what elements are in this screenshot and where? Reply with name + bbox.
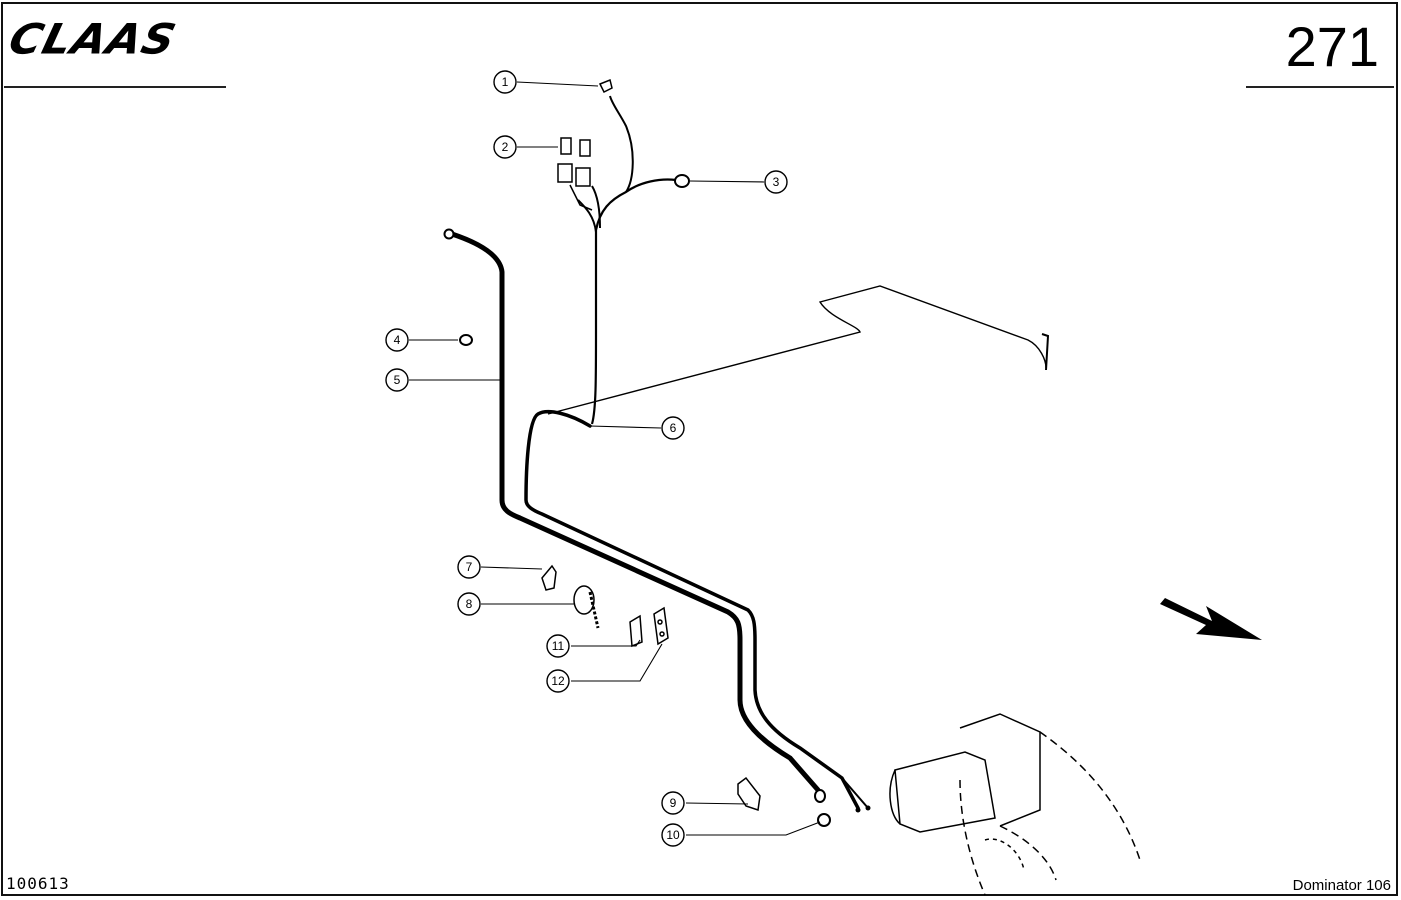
callout-2: 2 <box>493 135 517 159</box>
callout-3: 3 <box>764 170 788 194</box>
direction-arrow-icon <box>1160 598 1262 640</box>
callout-4: 4 <box>385 328 409 352</box>
callout-5: 5 <box>385 368 409 392</box>
harness-cable-5 <box>449 231 821 793</box>
wire-branch <box>577 95 634 233</box>
callout-label: 1 <box>502 75 509 89</box>
cable-end-terminal <box>814 789 826 803</box>
callout-label: 6 <box>670 421 677 435</box>
drawing-number: 100613 <box>6 874 70 893</box>
callout-label: 8 <box>466 597 473 611</box>
page-number: 271 <box>1285 15 1379 78</box>
wire-long-right <box>547 285 1047 415</box>
cable-end-terminal <box>855 807 861 813</box>
header-rule-right <box>1246 86 1394 88</box>
callout-label: 5 <box>394 373 401 387</box>
harness-cable-6b <box>841 777 869 809</box>
callout-6: 6 <box>661 416 685 440</box>
callout-10: 10 <box>661 823 685 847</box>
nut-10 <box>817 813 831 827</box>
callout-12: 12 <box>546 669 570 693</box>
bracket-12 <box>653 606 669 646</box>
callout-9: 9 <box>661 791 685 815</box>
harness-cable-6a <box>524 409 860 810</box>
callout-label: 2 <box>502 140 509 154</box>
callout-label: 7 <box>466 560 473 574</box>
callout-label: 3 <box>773 175 780 189</box>
bracket-11 <box>629 614 643 648</box>
callout-label: 4 <box>394 333 401 347</box>
callout-1: 1 <box>493 70 517 94</box>
nut-4 <box>459 334 473 346</box>
cable-clip-1 <box>598 78 613 94</box>
callout-7: 7 <box>457 555 481 579</box>
wire-upper <box>590 178 677 425</box>
callout-8: 8 <box>457 592 481 616</box>
wire-end-right <box>1041 333 1050 371</box>
clamp-7 <box>541 564 557 591</box>
callout-label: 11 <box>552 639 565 653</box>
callout-label: 12 <box>551 674 565 688</box>
header-rule-left <box>4 86 226 88</box>
relay-connectors <box>557 137 593 211</box>
callout-label: 10 <box>666 828 680 842</box>
machine-model: Dominator 106 <box>1292 877 1391 894</box>
cable-tie-8 <box>573 585 600 629</box>
clamp-9 <box>737 776 761 811</box>
ring-terminal <box>443 228 455 240</box>
starter-motor-outline <box>889 713 1141 896</box>
callout-label: 9 <box>670 796 677 810</box>
cable-end-terminal <box>865 805 871 811</box>
callout-11: 11 <box>546 634 570 658</box>
leader-lines <box>409 81 821 836</box>
grommet-3 <box>674 174 690 188</box>
